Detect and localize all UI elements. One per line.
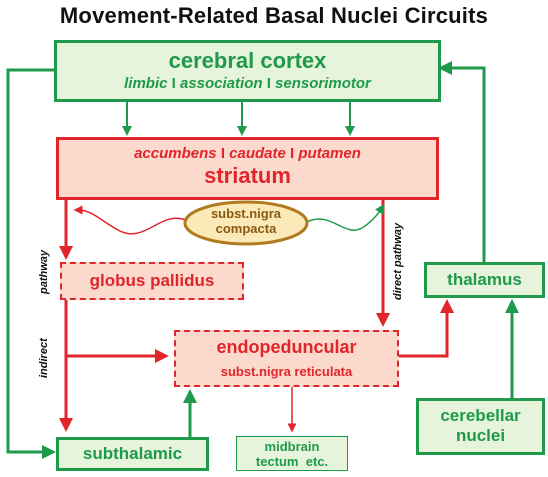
arrow-thalamus-cortex — [438, 61, 486, 262]
snc-line-2: compacta — [215, 221, 277, 236]
direct-pathway-label: direct pathway — [392, 222, 404, 300]
endopeduncular-label: endopeduncular — [216, 337, 357, 357]
snc-label: subst.nigra compacta — [186, 206, 306, 242]
striatum-sub-putamen: putamen — [298, 145, 361, 162]
striatum-sep-2: I — [290, 145, 295, 162]
striatum-box: accumbens I caudate I putamen striatum — [56, 137, 439, 200]
cerebellar-nuclei-box: cerebellar nuclei — [416, 398, 545, 455]
snc-ellipse — [183, 200, 309, 246]
wave-snc-to-striatum-right — [306, 203, 385, 231]
midbrain-line-1: midbrain — [264, 439, 320, 454]
cerebral-cortex-box: cerebral cortex limbic I association I s… — [54, 40, 441, 102]
thalamus-box: thalamus — [424, 262, 545, 298]
endopeduncular-box: endopeduncular subst.nigra reticulata — [174, 330, 399, 387]
snr-label: subst.nigra reticulata — [220, 364, 353, 379]
cortex-subdivisions: limbic I association I sensorimotor — [57, 75, 438, 92]
cortex-sep-2: I — [266, 75, 271, 92]
globus-pallidus-box: globus pallidus — [60, 262, 244, 300]
midbrain-line-2: tectum etc. — [255, 454, 329, 469]
striatum-sub-accumbens: accumbens — [134, 145, 217, 162]
thalamus-label: thalamus — [447, 270, 522, 289]
cerebral-cortex-label: cerebral cortex — [168, 48, 327, 73]
cerebellar-line-1: cerebellar — [440, 406, 521, 425]
cortex-sub-association: association — [179, 75, 263, 92]
cerebellar-line-2: nuclei — [455, 426, 506, 445]
striatum-subdivisions: accumbens I caudate I putamen — [59, 145, 436, 162]
arrow-endo-thalamus — [399, 299, 454, 358]
cortex-sep-1: I — [171, 75, 176, 92]
cortex-sub-limbic: limbic — [124, 75, 168, 92]
striatum-sub-caudate: caudate — [229, 145, 286, 162]
subthalamic-box: subthalamic — [56, 437, 209, 471]
midbrain-box: midbrain tectum etc. — [236, 436, 348, 471]
subthalamic-label: subthalamic — [82, 444, 183, 463]
striatum-sep-1: I — [220, 145, 225, 162]
striatum-label: striatum — [204, 163, 291, 188]
cortex-sub-sensorimotor: sensorimotor — [275, 75, 371, 92]
diagram-title: Movement-Related Basal Nuclei Circuits — [59, 3, 489, 28]
arrow-cortex-subthalamic — [6, 68, 56, 459]
globus-pallidus-label: globus pallidus — [89, 271, 215, 290]
wave-snc-to-striatum-left — [73, 205, 187, 235]
indirect-pathway-label: pathway — [38, 249, 50, 294]
indirect-label: indirect — [38, 338, 50, 378]
snc-line-1: subst.nigra — [210, 206, 282, 221]
